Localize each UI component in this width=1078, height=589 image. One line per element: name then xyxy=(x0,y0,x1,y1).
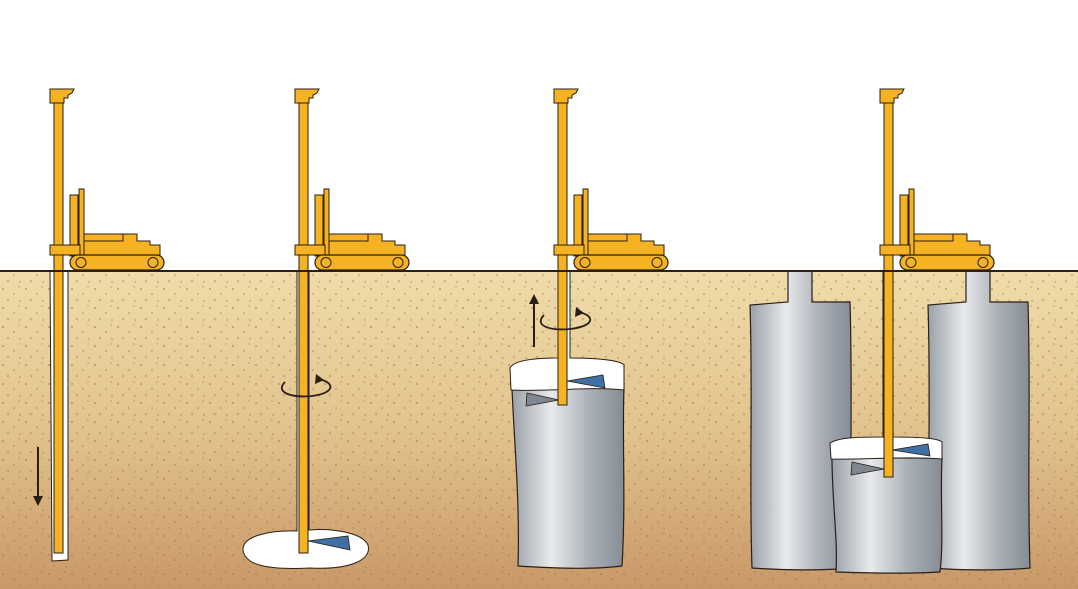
up-arrow-icon xyxy=(529,294,539,347)
grout-column xyxy=(511,387,625,569)
rotation-icon xyxy=(281,374,332,398)
gray-jet-nozzle xyxy=(525,392,560,407)
stage-2-jetting xyxy=(242,88,410,569)
rotation-icon xyxy=(539,307,592,331)
blue-jet-nozzle xyxy=(891,443,931,457)
sky xyxy=(0,0,1078,271)
stage-1-drilling xyxy=(33,88,165,562)
grout-column-right xyxy=(927,270,1031,571)
down-arrow-icon xyxy=(33,447,43,506)
grout-column-left xyxy=(749,270,853,571)
blue-jet-nozzle xyxy=(566,374,606,389)
drill-rod xyxy=(883,102,894,478)
drill-rod xyxy=(298,102,309,554)
blue-jet-nozzle xyxy=(307,535,351,551)
stage-4-overlapping-columns xyxy=(749,88,1031,574)
gray-jet-nozzle xyxy=(850,461,885,476)
stage-3-column-forming xyxy=(509,88,669,569)
drill-rod xyxy=(53,102,64,554)
grout-column-middle xyxy=(831,457,943,574)
